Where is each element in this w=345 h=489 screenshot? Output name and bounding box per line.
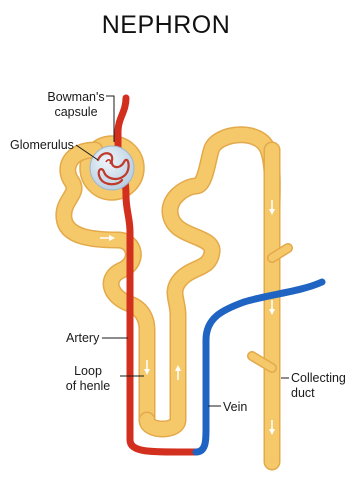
glomerulus-label-text: Glomerulus <box>10 138 74 152</box>
collecting-duct-label-line2: duct <box>291 386 315 400</box>
bowmans-capsule-label: Bowman's capsule <box>47 90 114 142</box>
loop-of-henle-label-line1: Loop <box>74 364 102 378</box>
artery-label: Artery <box>66 331 128 345</box>
collecting-duct-label: Collecting duct <box>281 371 345 400</box>
collecting-duct-label-line1: Collecting <box>291 371 345 385</box>
vein-label: Vein <box>208 400 247 414</box>
bowmans-capsule-label-line1: Bowman's <box>47 90 104 104</box>
bowmans-capsule-label-line2: capsule <box>54 105 97 119</box>
diagram-title: NEPHRON <box>102 11 231 39</box>
artery-label-text: Artery <box>66 331 100 345</box>
vein-vessel <box>196 282 322 452</box>
glomerulus-shape <box>90 146 134 190</box>
vein-label-text: Vein <box>223 400 247 414</box>
bowmans-capsule-leader <box>106 96 114 142</box>
loop-of-henle-label-line2: of henle <box>66 379 111 393</box>
